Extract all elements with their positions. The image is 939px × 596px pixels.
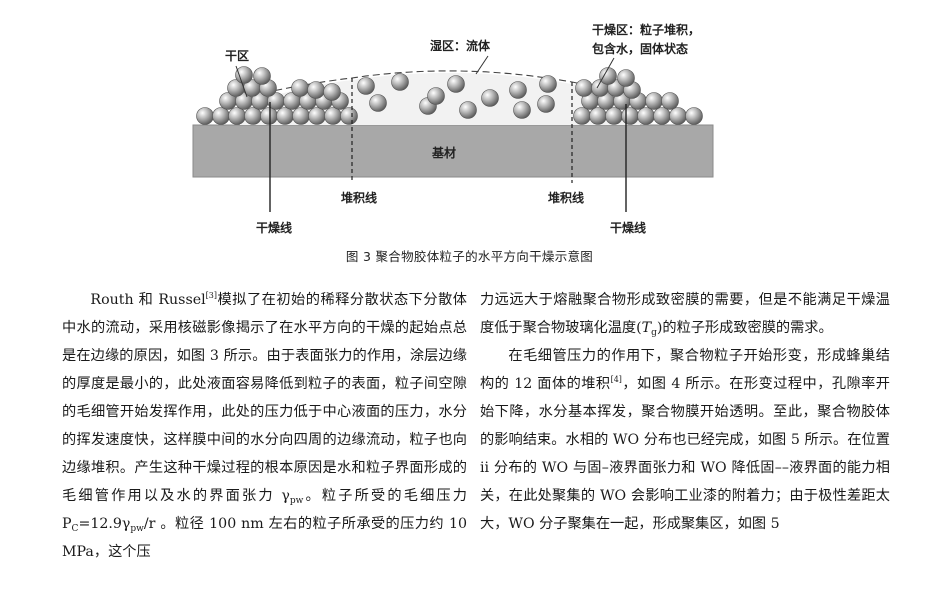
particle	[459, 101, 477, 119]
particle	[653, 107, 671, 125]
figure-caption: 图 3 聚合物胶体粒子的水平方向干燥示意图	[345, 249, 594, 264]
particle	[447, 75, 465, 93]
right-paragraph-2: 在毛细管压力的作用下，聚合物粒子开始形变，形成蜂巢结构的 12 面体的堆积[4]…	[480, 342, 890, 538]
particle	[212, 107, 230, 125]
text-run: ，如图 4 所示。在形变过程中，孔隙率开始下降，水分基本挥发，聚合物膜开始透明。…	[480, 376, 890, 532]
particle	[228, 107, 246, 125]
particle	[307, 81, 325, 99]
particle	[391, 73, 409, 91]
particle	[589, 107, 607, 125]
text-run: )的粒子形成致密膜的需求。	[656, 320, 833, 336]
particle	[291, 79, 309, 97]
text-run: 在毛细管压力的作用下，聚合物粒子开始形变，形成蜂巢结构的 12 面体的堆积	[480, 348, 890, 392]
subscript: g	[651, 328, 657, 338]
text-run: Routh 和 Russel	[90, 292, 206, 308]
particle	[573, 107, 591, 125]
particle	[661, 92, 679, 110]
text-run: 。粒子所受的毛细压力 P	[62, 488, 467, 532]
particle	[340, 107, 358, 125]
citation-ref: [3]	[205, 291, 218, 300]
particle	[323, 83, 341, 101]
particle	[481, 89, 499, 107]
dry-region-label-line2: 包含水，固体状态	[591, 41, 688, 56]
particle	[196, 107, 214, 125]
wet-zone-leader	[475, 55, 489, 75]
text-run: /r 。粒径 100 nm 左右的粒子所承受的压力约 10 MPa，这个压	[62, 516, 467, 560]
left-paragraph-1: Routh 和 Russel[3]模拟了在初始的稀释分散状态下分散体中水的流动，…	[62, 286, 467, 566]
dry-region-label-line1: 干燥区：粒子堆积，	[592, 22, 700, 37]
particle	[599, 67, 617, 85]
particle	[253, 67, 271, 85]
packing-line-right-label: 堆积线	[548, 190, 584, 205]
particle	[509, 81, 527, 99]
right-text-column: 力远远大于熔融聚合物形成致密膜的需要，但是不能满足干燥温度低于聚合物玻璃化温度(…	[480, 286, 890, 538]
particle	[427, 87, 445, 105]
drying-schematic-figure: 基材 堆积线 堆积线 干燥线 干燥线 干区 湿区：流体 干燥区：粒子堆积， 包含…	[192, 22, 714, 235]
text-run: 力远远大于熔融聚合物形成致密膜的需要，但是不能满足干燥温度低于聚合物玻璃化温度(	[480, 292, 890, 336]
particle	[513, 101, 531, 119]
particle	[669, 107, 687, 125]
particle	[621, 107, 639, 125]
particle	[235, 66, 253, 84]
particle	[308, 107, 326, 125]
dry-zone-leader	[235, 65, 248, 98]
particle	[645, 92, 663, 110]
tg-symbol: T	[641, 320, 652, 336]
particle	[685, 107, 703, 125]
drying-line-left-label: 干燥线	[256, 220, 292, 235]
particle	[617, 69, 635, 87]
particle	[575, 79, 593, 97]
particle	[537, 95, 555, 113]
text-run: =12.9γ	[78, 516, 131, 532]
particle	[637, 107, 655, 125]
packing-line-left-label: 堆积线	[341, 190, 377, 205]
subscript: C	[71, 524, 79, 534]
particle	[539, 75, 557, 93]
particle	[260, 107, 278, 125]
wet-zone-label: 湿区：流体	[430, 38, 491, 53]
particle	[244, 107, 262, 125]
particle	[324, 107, 342, 125]
subscript: pw	[130, 524, 144, 534]
substrate-label: 基材	[431, 145, 456, 160]
left-text-column: Routh 和 Russel[3]模拟了在初始的稀释分散状态下分散体中水的流动，…	[62, 286, 467, 566]
dry-zone-label: 干区	[225, 49, 249, 63]
dry-region-leader	[596, 57, 615, 89]
text-run: 模拟了在初始的稀释分散状态下分散体中水的流动，采用核磁影像揭示了在水平方向的干燥…	[62, 292, 467, 504]
particle	[292, 107, 310, 125]
subscript: pw	[289, 496, 304, 506]
particle	[276, 107, 294, 125]
particle	[369, 94, 387, 112]
drying-line-right-label: 干燥线	[610, 220, 646, 235]
colloid-particles	[196, 66, 703, 125]
citation-ref: [4]	[610, 375, 622, 384]
right-paragraph-1: 力远远大于熔融聚合物形成致密膜的需要，但是不能满足干燥温度低于聚合物玻璃化温度(…	[480, 286, 890, 342]
particle	[605, 107, 623, 125]
particle	[357, 77, 375, 95]
